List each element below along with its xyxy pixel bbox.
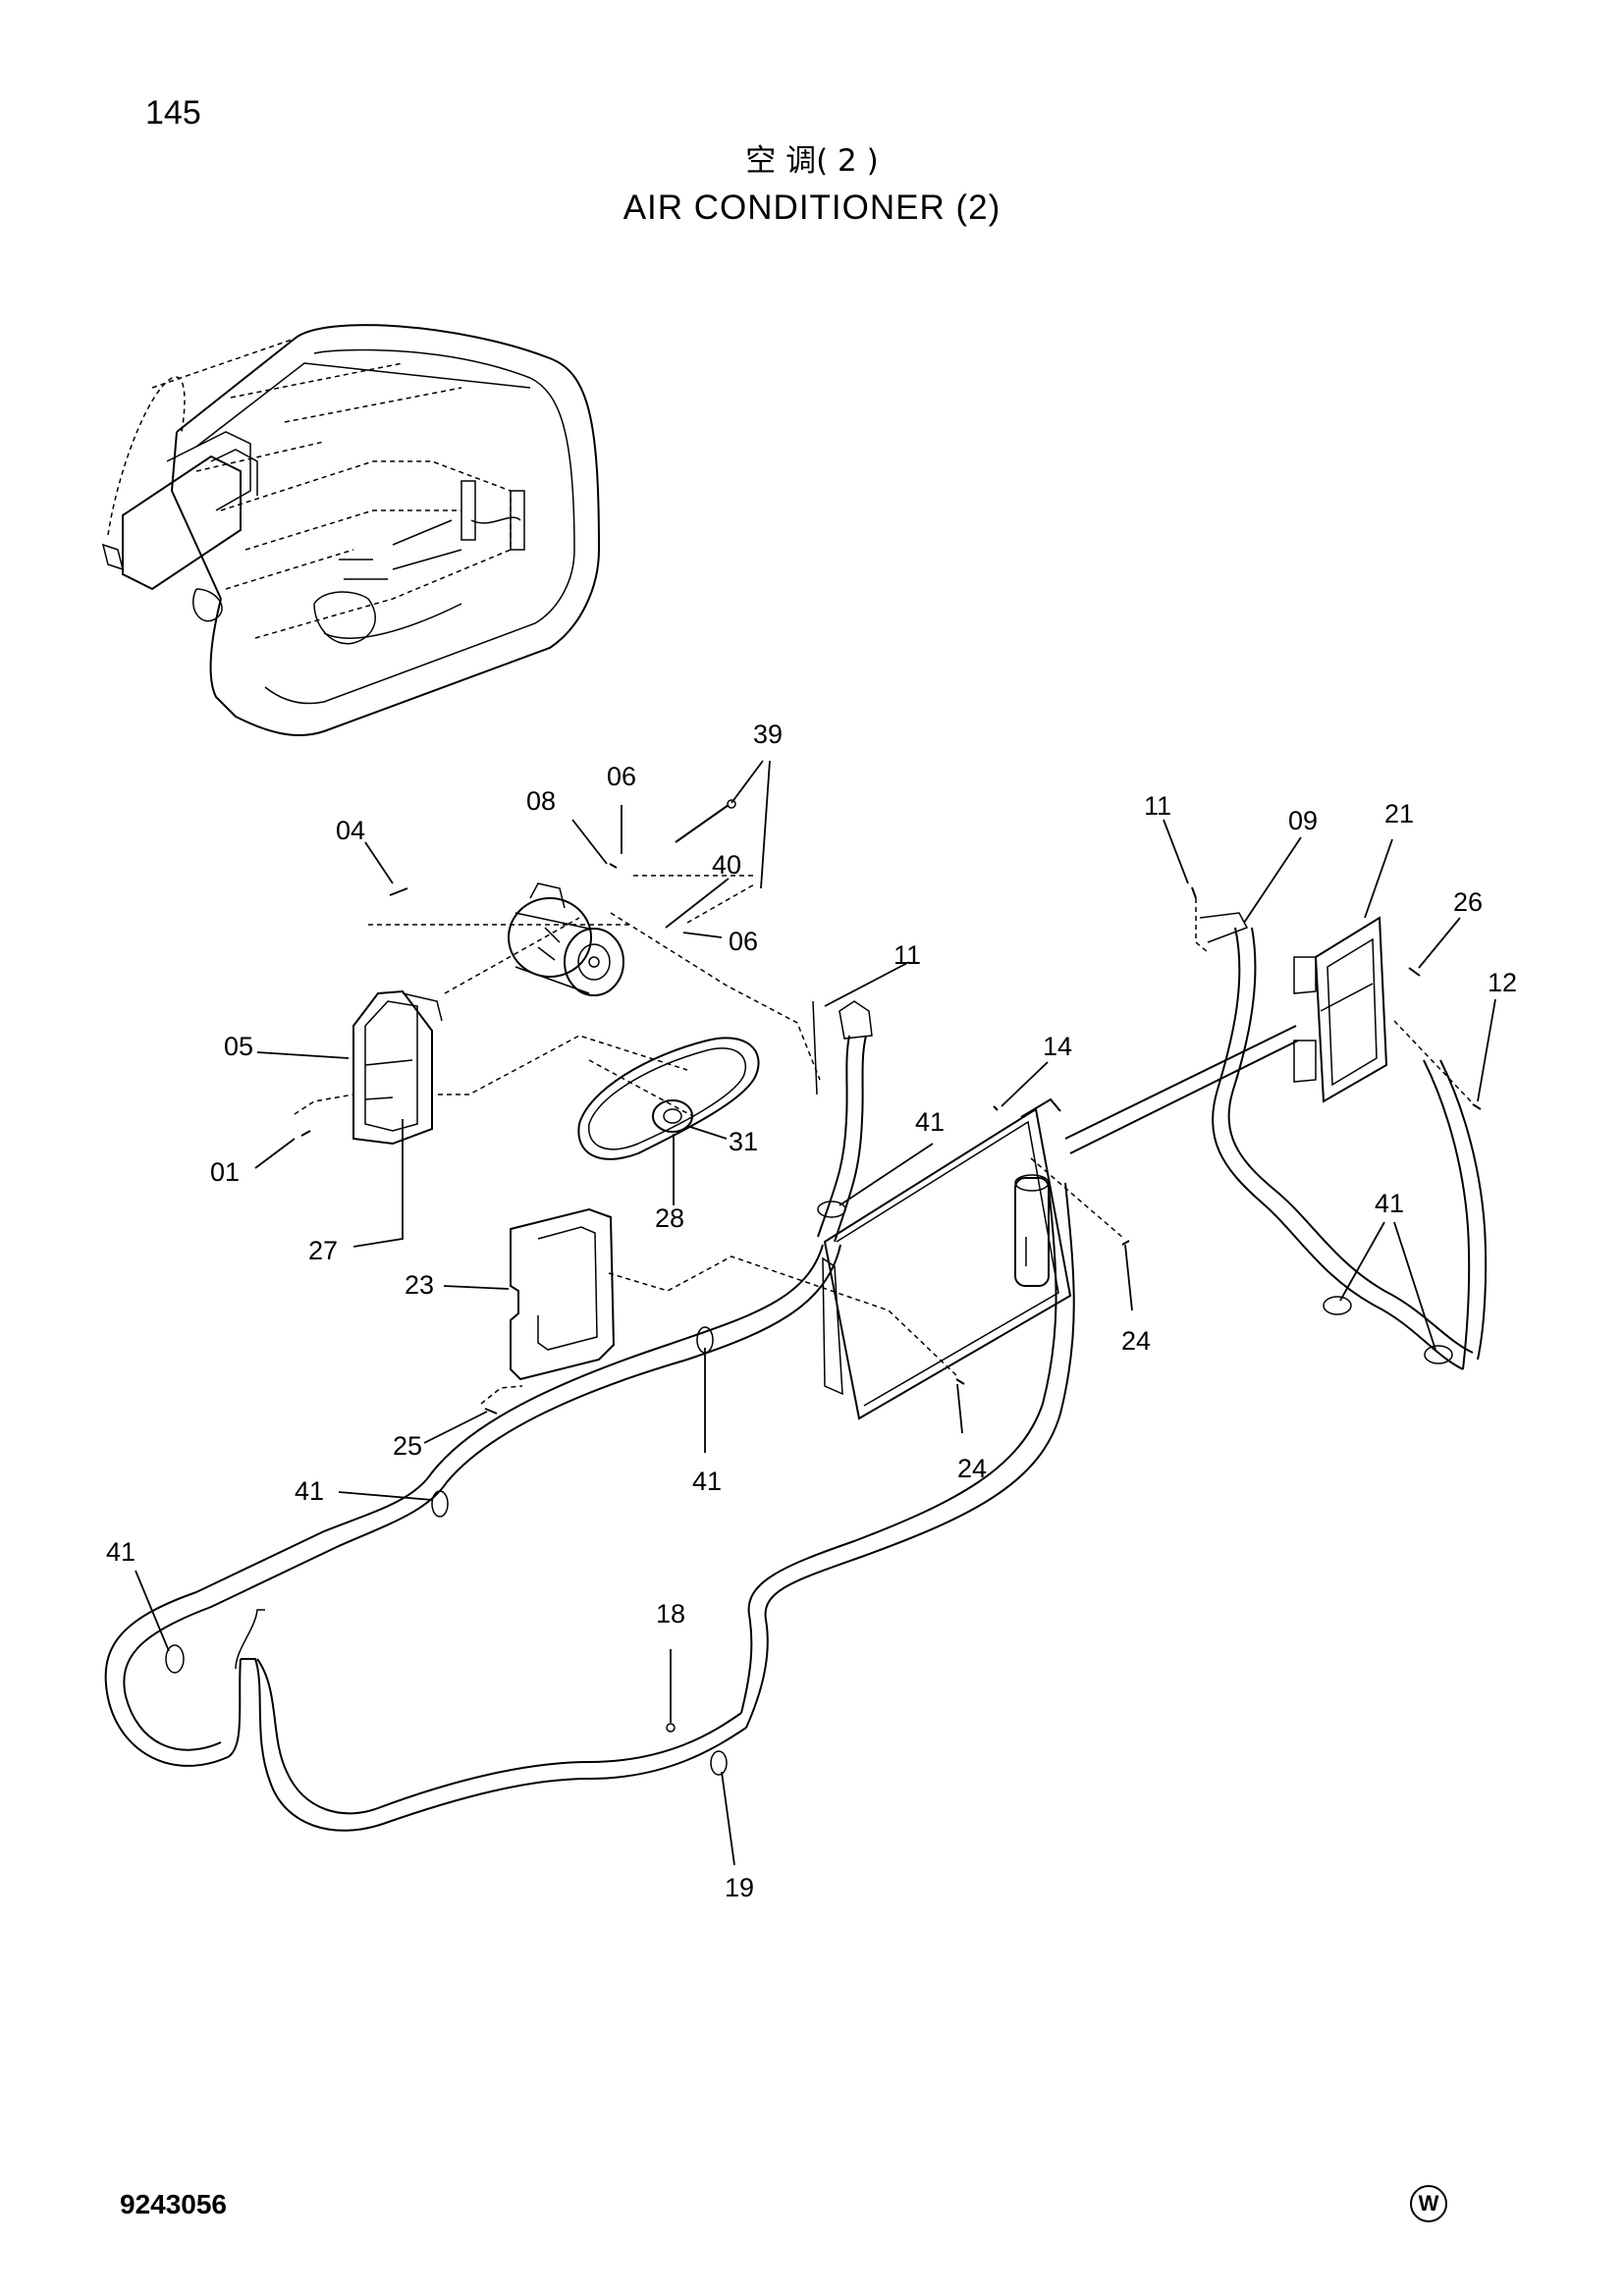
cab-overview-illustration (101, 324, 601, 737)
callout-41-left: 41 (295, 1476, 324, 1506)
callout-14: 14 (1043, 1032, 1072, 1061)
callout-24-lower: 24 (957, 1454, 987, 1483)
callout-08: 08 (526, 786, 556, 816)
title-chinese: 空 调( 2 ) (745, 143, 879, 179)
callout-11-center: 11 (893, 940, 921, 970)
drawing-number: 9243056 (120, 2189, 228, 2219)
w-circle-mark: W (1410, 2185, 1447, 2222)
hose-lines (104, 912, 1488, 1832)
callout-23: 23 (405, 1270, 434, 1300)
callout-05: 05 (224, 1032, 253, 1061)
callout-39: 39 (753, 720, 783, 749)
callout-27: 27 (308, 1236, 338, 1265)
callout-04: 04 (336, 816, 365, 845)
callout-26: 26 (1453, 887, 1483, 917)
callout-labels: 39 06 08 04 40 06 05 01 11 31 28 27 41 1… (106, 720, 1517, 1902)
evaporator-group (1191, 886, 1482, 1110)
callout-41-right: 41 (1375, 1189, 1404, 1218)
callout-06-upper: 06 (607, 762, 636, 791)
callout-31: 31 (729, 1127, 758, 1156)
page-number: 145 (145, 94, 201, 132)
callout-09: 09 (1288, 806, 1318, 835)
callout-28: 28 (655, 1203, 684, 1233)
callout-01: 01 (210, 1157, 240, 1187)
title-english: AIR CONDITIONER (2) (623, 188, 1001, 227)
callout-41-far-left: 41 (106, 1537, 135, 1567)
callout-25: 25 (393, 1431, 422, 1461)
callout-06-lower: 06 (729, 927, 758, 956)
callout-24-right: 24 (1121, 1326, 1151, 1356)
callout-11-right: 11 (1144, 791, 1171, 821)
condenser-group (480, 1097, 1130, 1420)
callout-40: 40 (712, 850, 741, 880)
callout-21: 21 (1384, 799, 1414, 828)
callout-leaders (135, 760, 1496, 1866)
callout-41-mid: 41 (692, 1467, 722, 1496)
callout-41-condenser: 41 (915, 1107, 945, 1137)
callout-19: 19 (725, 1873, 754, 1902)
compressor-group (294, 799, 821, 1160)
callout-18: 18 (656, 1599, 685, 1629)
callout-12: 12 (1488, 968, 1517, 997)
